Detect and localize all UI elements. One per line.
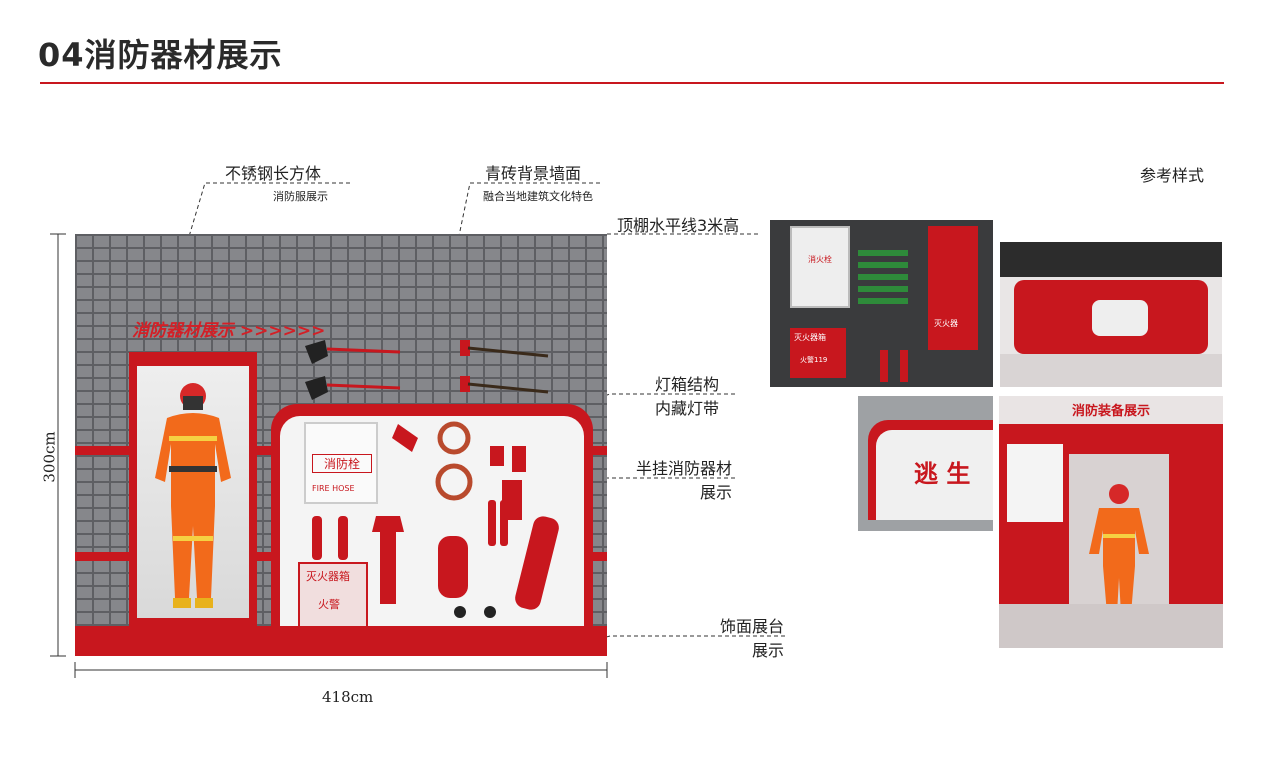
- ref-extinguisher-box-sublabel: 火警119: [800, 356, 828, 364]
- equipment-lightbox: 消防栓 FIRE HOSE: [271, 404, 593, 634]
- reference-photo-1: 消火栓 灭火器箱 火警119 灭火器: [770, 220, 993, 387]
- large-extinguisher-icon: [515, 516, 559, 610]
- ref-lightbox-panel: 逃 生: [876, 430, 993, 520]
- extinguisher-box: 灭火器箱 火警: [298, 562, 368, 628]
- ref-equipment-niche: [1007, 444, 1063, 522]
- annotation-brick-culture: 融合当地建筑文化特色: [483, 190, 593, 203]
- annotation-platform-line1: 饰面展台: [719, 617, 784, 636]
- axe-icon: [460, 340, 470, 356]
- annotation-hanging-line2: 展示: [699, 483, 732, 502]
- page-title: 04消防器材展示: [38, 36, 283, 74]
- annotation-platform: 饰面展台 展示: [702, 613, 784, 661]
- ref-extinguisher-box: 灭火器箱 火警119: [790, 328, 846, 378]
- reference-photo-4: 消防装备展示: [999, 396, 1223, 648]
- hydrant-box: 消防栓 FIRE HOSE: [304, 422, 378, 504]
- height-dimension-label: 300cm: [40, 431, 59, 483]
- wall-banner: 消防器材展示 >>>>>>: [132, 321, 326, 341]
- extinguisher-icon: [338, 516, 348, 560]
- ref-hydrant-box: 消火栓: [790, 226, 850, 308]
- suit-display-frame: [129, 352, 257, 626]
- hydrant-box-sublabel: FIRE HOSE: [312, 484, 355, 493]
- annotation-ceiling: 顶棚水平线3米高: [617, 216, 740, 235]
- ref-suit-niche: [1069, 454, 1169, 614]
- ref-exit-signs: [858, 250, 908, 310]
- annotation-lightbox: 灯箱结构 内藏灯带: [655, 371, 719, 419]
- brick-wall-elevation: 消防器材展示 >>>>>>: [75, 234, 607, 656]
- annotation-platform-line2: 展示: [751, 641, 784, 660]
- annotation-lightbox-line2: 内藏灯带: [655, 399, 720, 418]
- annotation-lightbox-line1: 灯箱结构: [655, 375, 720, 394]
- ref-banner-text: 消防装备展示: [1071, 404, 1150, 419]
- reference-photo-2: [1000, 242, 1222, 387]
- annotation-stainless: 不锈钢长方体: [225, 164, 322, 183]
- equipment-icons: [312, 421, 559, 618]
- title-divider: [40, 82, 1224, 84]
- hose-reel-icon: [435, 463, 473, 501]
- leader-platform: [559, 635, 785, 651]
- width-dimension-label: 418cm: [322, 688, 374, 706]
- ref-banner-strip: 消防装备展示: [999, 396, 1223, 424]
- leader-stainless: [139, 182, 350, 371]
- firefighter-suit-icon: [1089, 484, 1149, 614]
- extinguisher-icon: [900, 350, 908, 382]
- axe-icon: [460, 376, 470, 392]
- ref-floor: [1000, 354, 1222, 387]
- hose-reel-icon: [437, 421, 471, 455]
- alarm-label: 火警: [318, 598, 340, 611]
- alarm-speaker-icon: [392, 424, 418, 452]
- ref-cabinet: 灭火器: [928, 226, 978, 350]
- ref-lightbox: 逃 生: [868, 420, 993, 520]
- reference-photo-3: 逃 生: [858, 396, 993, 531]
- ref-hydrant-label: 消火栓: [808, 255, 832, 264]
- display-platform: [75, 626, 607, 656]
- extinguisher-cart-icon: [438, 536, 468, 598]
- hand-tools: [305, 340, 549, 400]
- shovel-icon: [305, 340, 328, 364]
- ref-extinguisher-box-label: 灭火器箱: [794, 333, 826, 342]
- firefighter-suit-icon: [155, 383, 231, 608]
- annotation-hanging: 半挂消防器材 展示: [617, 455, 732, 503]
- extinguisher-icon: [880, 350, 888, 382]
- annotation-suit-display: 消防服展示: [273, 190, 328, 203]
- extinguisher-icon: [312, 516, 322, 560]
- suit-display-niche: [137, 366, 249, 618]
- hydrant-box-label: 消防栓: [312, 454, 372, 473]
- alarm-button-icon: [490, 446, 504, 466]
- leader-brick: [454, 182, 600, 256]
- reference-label: 参考样式: [1140, 166, 1205, 185]
- extinguisher-box-label: 灭火器箱: [306, 570, 350, 583]
- ref-cabinet-label: 灭火器: [934, 319, 958, 328]
- lightbox-panel: 消防栓 FIRE HOSE: [280, 416, 584, 634]
- annotation-brick-wall: 青砖背景墙面: [485, 164, 582, 183]
- ref-display-niche: [1092, 300, 1148, 336]
- ref-floor: [999, 604, 1223, 648]
- ref-escape-sign: 逃 生: [914, 460, 971, 488]
- annotation-hanging-line1: 半挂消防器材: [635, 459, 732, 478]
- fire-hydrant-icon: [372, 516, 404, 604]
- shovel-icon: [305, 376, 328, 400]
